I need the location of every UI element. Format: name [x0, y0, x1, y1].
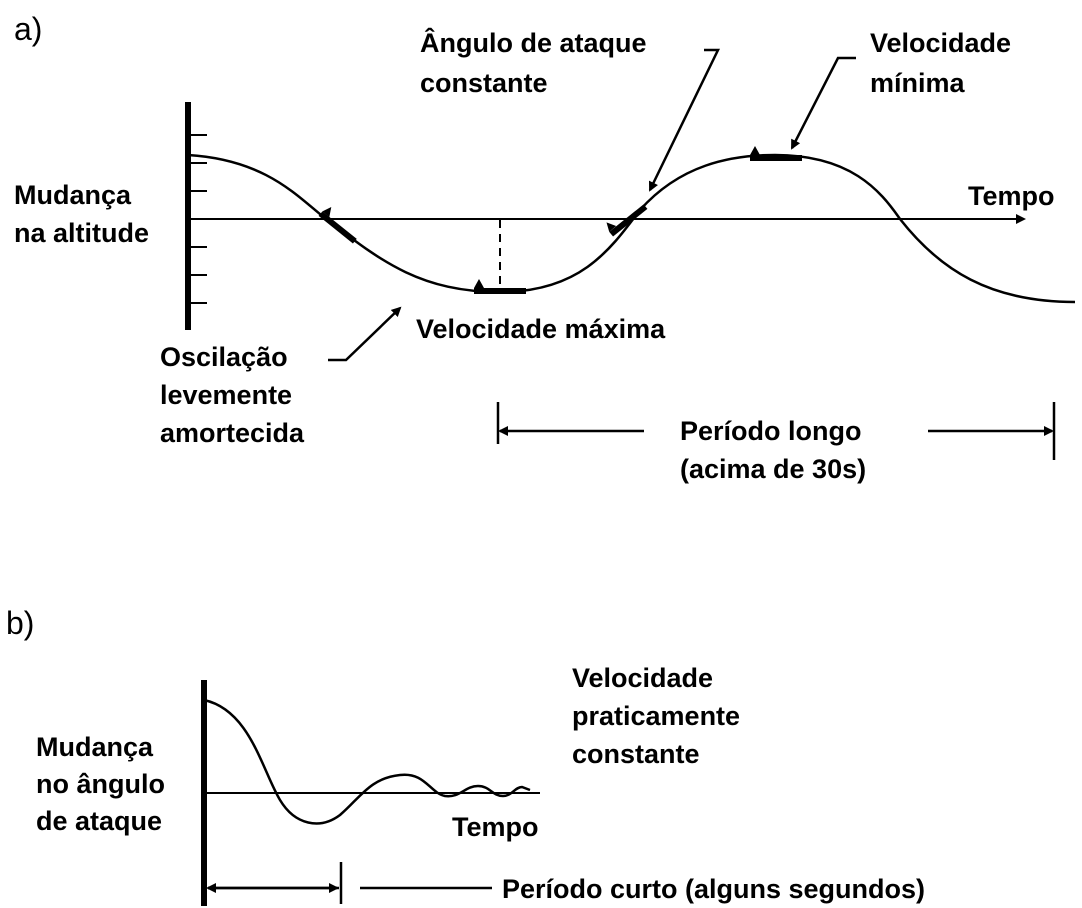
min-speed-arrow — [790, 56, 856, 150]
speed-label-b: Velocidade praticamente constante — [572, 663, 748, 769]
damping-arrow — [328, 306, 402, 362]
angle-arrow — [648, 48, 720, 192]
time-label: Tempo — [968, 181, 1055, 211]
min-speed-label: Velocidade mínima — [870, 28, 1019, 98]
aircraft-icon — [474, 279, 526, 294]
time-label-b: Tempo — [452, 812, 539, 842]
aircraft-icon — [606, 204, 648, 237]
panel-a: a) — [14, 11, 1076, 484]
damping-label: Oscilação levemente amortecida — [160, 342, 305, 448]
angle-label: Ângulo de ataque constante — [420, 27, 654, 98]
panel-a-y-ticks — [188, 134, 207, 304]
aircraft-icon — [318, 207, 357, 244]
short-period-curve — [203, 698, 531, 825]
panel-b: b) Mudança no ângulo de ataque Tempo Vel… — [6, 605, 925, 906]
max-speed-label: Velocidade máxima — [416, 314, 666, 344]
panel-a-letter: a) — [14, 11, 42, 47]
panel-b-letter: b) — [6, 605, 34, 641]
long-period-label: Período longo (acima de 30s) — [680, 416, 869, 484]
phugoid-curve — [187, 153, 1076, 304]
short-period-label: Período curto (alguns segundos) — [502, 874, 925, 904]
y-axis-label: Mudança na altitude — [14, 180, 149, 248]
y-axis-label-b: Mudança no ângulo de ataque — [36, 732, 173, 836]
aircraft-icon — [750, 146, 802, 161]
